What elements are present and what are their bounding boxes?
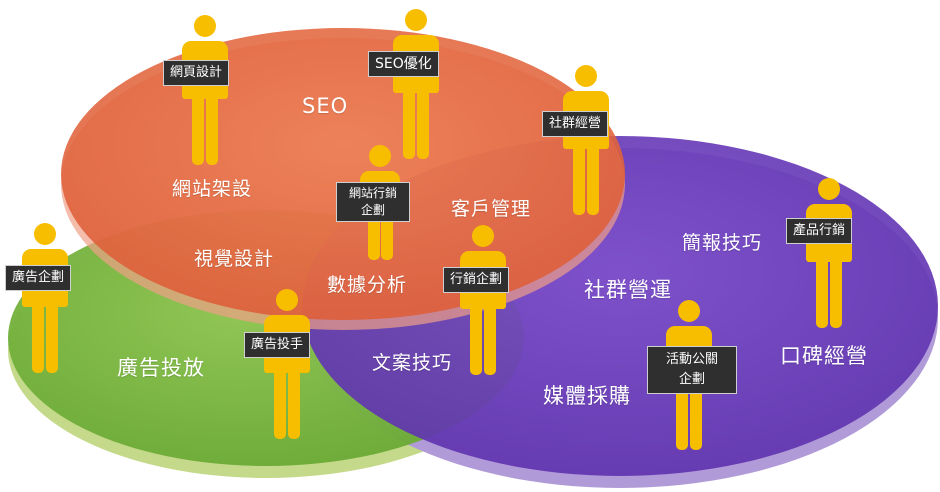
role-tag-social-mgmt: 社群經營 bbox=[542, 111, 609, 137]
role-tag-web-marketing: 網站行銷 企劃 bbox=[336, 182, 410, 222]
person-icon bbox=[460, 225, 506, 375]
label-visual: 視覺設計 bbox=[194, 248, 275, 270]
label-seo: SEO bbox=[302, 94, 349, 118]
role-tag-line: 活動公關 bbox=[665, 352, 718, 367]
role-tag-line: 網站行銷 bbox=[348, 186, 397, 200]
label-social-ops: 社群營運 bbox=[584, 278, 672, 302]
role-tag-event: 活動公關 企劃 bbox=[647, 346, 737, 394]
label-data: 數據分析 bbox=[327, 274, 408, 296]
label-word-of-mouth: 口碑經營 bbox=[780, 344, 868, 368]
label-website: 網站架設 bbox=[172, 178, 253, 200]
label-ads: 廣告投放 bbox=[117, 356, 205, 380]
role-tag-marketing-plan: 行銷企劃 bbox=[443, 267, 510, 293]
label-copy: 文案技巧 bbox=[372, 352, 453, 374]
label-presentation: 簡報技巧 bbox=[682, 232, 763, 254]
person-icon bbox=[182, 15, 228, 165]
person-icon bbox=[264, 289, 310, 439]
role-tag-ad-planning: 廣告企劃 bbox=[5, 265, 72, 291]
label-media: 媒體採購 bbox=[543, 384, 631, 408]
role-tag-line: 企劃 bbox=[360, 203, 385, 217]
role-tag-seo-opt: SEO優化 bbox=[368, 51, 439, 77]
role-tag-web-design: 網頁設計 bbox=[163, 60, 230, 86]
role-tag-ad-trader: 廣告投手 bbox=[244, 332, 311, 358]
role-tag-product-marketing: 產品行銷 bbox=[786, 218, 853, 244]
person-icon bbox=[393, 9, 439, 159]
person-icon bbox=[22, 223, 68, 373]
label-customer: 客戶管理 bbox=[451, 198, 532, 220]
person-icon bbox=[563, 65, 609, 215]
role-tag-line: 企劃 bbox=[678, 372, 705, 387]
person-icon bbox=[806, 178, 852, 328]
